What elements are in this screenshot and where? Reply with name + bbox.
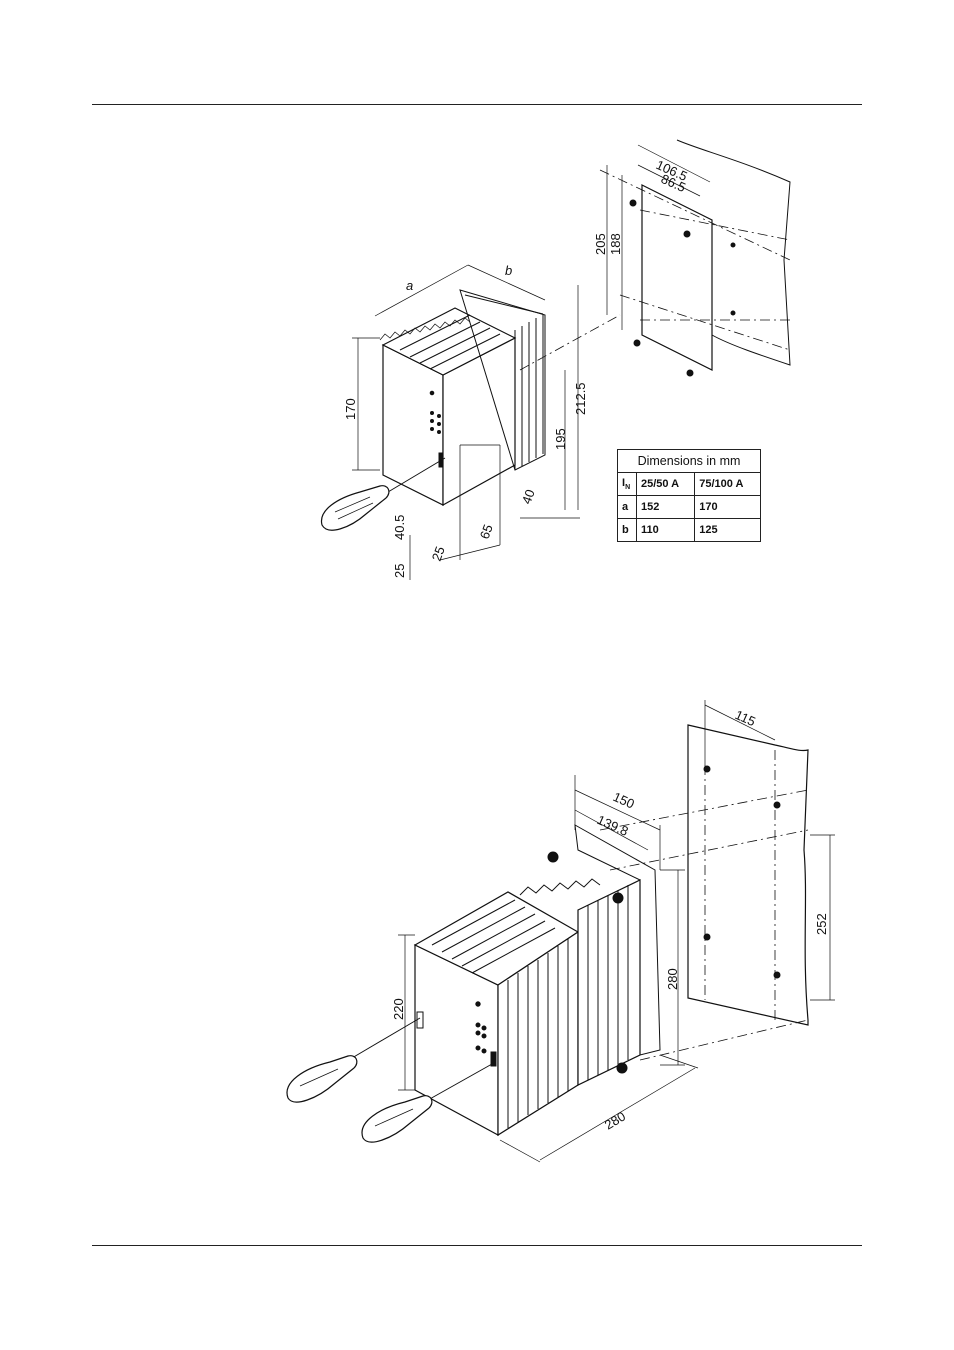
- dim-25-vertical: 25: [392, 564, 407, 578]
- mount-screw-icon: [548, 852, 558, 862]
- dim-40: 40: [519, 487, 538, 506]
- dim-220: 220: [391, 998, 406, 1020]
- header-col-2: 75/100 A: [695, 473, 761, 496]
- dimensions-table: Dimensions in mm IN 25/50 A 75/100 A a 1…: [617, 449, 761, 542]
- row-key: b: [618, 519, 637, 542]
- row-value: 152: [637, 496, 695, 519]
- bottom-figure: 115 150 139.8 252 280 220 280: [287, 700, 835, 1162]
- row-value: 170: [695, 496, 761, 519]
- row-value: 110: [637, 519, 695, 542]
- header-current-symbol: IN: [618, 473, 637, 496]
- row-key: a: [618, 496, 637, 519]
- dim-a: a: [406, 278, 413, 293]
- dim-25-horizontal: 25: [429, 544, 448, 563]
- table-row: a 152 170: [618, 496, 761, 519]
- screwdriver-icon-upper: [287, 1018, 420, 1102]
- dim-150: 150: [611, 789, 637, 812]
- row-value: 125: [695, 519, 761, 542]
- mounting-panel-top: [600, 140, 790, 376]
- dim-139-8: 139.8: [595, 812, 631, 839]
- table-row: b 110 125: [618, 519, 761, 542]
- dim-280-horizontal: 280: [602, 1109, 628, 1133]
- dim-188: 188: [608, 233, 623, 255]
- mount-screw-icon-2: [613, 893, 623, 903]
- center-line: [520, 315, 620, 370]
- dim-b: b: [505, 263, 512, 278]
- table-title: Dimensions in mm: [618, 450, 761, 473]
- table-header-row: IN 25/50 A 75/100 A: [618, 473, 761, 496]
- mount-screw-icon-3: [617, 1063, 627, 1073]
- header-col-1: 25/50 A: [637, 473, 695, 496]
- dim-205: 205: [593, 233, 608, 255]
- dim-212-5: 212.5: [573, 382, 588, 415]
- dim-40-5: 40.5: [392, 515, 407, 540]
- dim-252: 252: [814, 913, 829, 935]
- dim-170: 170: [343, 398, 358, 420]
- dim-195: 195: [553, 428, 568, 450]
- dim-115: 115: [733, 707, 758, 729]
- dim-280-vertical: 280: [665, 968, 680, 990]
- dim-65: 65: [477, 522, 496, 541]
- header-subscript: N: [625, 484, 630, 491]
